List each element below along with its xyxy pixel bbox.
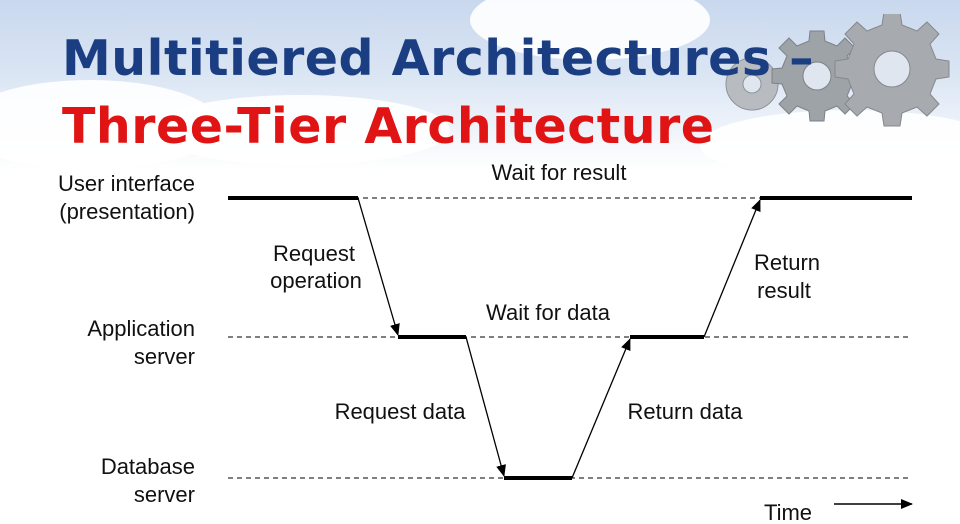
return-result-label-line2: result xyxy=(757,278,811,303)
tier-label-app-line1: Application xyxy=(87,316,195,341)
gear-icon xyxy=(725,57,779,111)
arrow-return-data xyxy=(571,338,631,479)
return-result-label-line1: Return xyxy=(754,250,820,275)
tier-label-app-line2: server xyxy=(134,344,195,369)
tier-label-db-line2: server xyxy=(134,482,195,507)
return-data-label: Return data xyxy=(628,399,744,424)
time-label: Time xyxy=(764,500,812,524)
request-operation-label-line2: operation xyxy=(270,268,362,293)
cloud xyxy=(700,110,960,180)
wait-for-result-label: Wait for result xyxy=(492,160,627,185)
cloud xyxy=(150,95,450,165)
arrow-request-data xyxy=(465,336,506,477)
arrow-return-result xyxy=(703,199,761,338)
slide-title: Multitiered Architectures – xyxy=(62,30,815,87)
gears-graphic xyxy=(725,14,950,127)
tier-label-ui-line2: (presentation) xyxy=(59,199,195,224)
request-data-label: Request data xyxy=(335,399,467,424)
gear-icon xyxy=(834,14,950,127)
wait-for-data-label: Wait for data xyxy=(486,300,611,325)
tier-label-ui-line1: User interface xyxy=(58,171,195,196)
request-operation-label-line1: Request xyxy=(273,241,355,266)
arrow-request-operation xyxy=(357,197,400,336)
slide-subtitle: Three-Tier Architecture xyxy=(62,98,715,155)
tier-label-db-line1: Database xyxy=(101,454,195,479)
